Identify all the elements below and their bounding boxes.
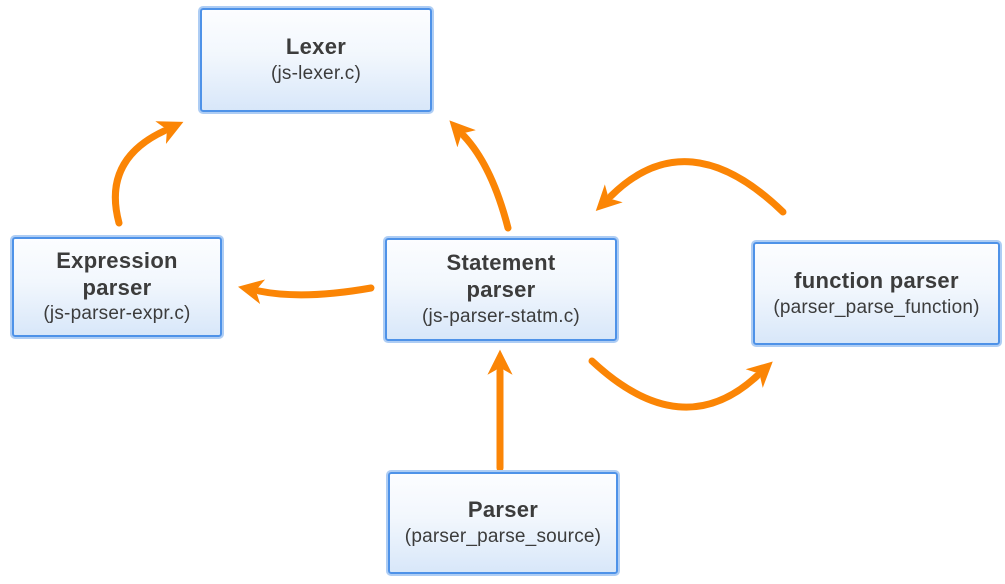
node-statement-parser-subtitle: (js-parser-statm.c) [422,305,580,327]
node-function-parser-subtitle: (parser_parse_function) [773,296,980,318]
node-parser-subtitle: (parser_parse_source) [404,526,602,548]
node-lexer-title: Lexer [285,34,347,60]
arrow-function-to-statement [595,158,787,216]
node-parser: Parser (parser_parse_source) [388,472,618,574]
node-expression-parser-subtitle: (js-parser-expr.c) [43,303,191,325]
node-statement-parser: Statement parser(js-parser-statm.c) [385,238,617,341]
arrow-statement-to-expression [238,279,375,305]
arrow-expression-parser-to-lexer [111,121,184,227]
node-lexer: Lexer (js-lexer.c) [200,8,432,112]
node-lexer-subtitle: (js-lexer.c) [270,63,361,85]
node-parser-title: Parser [467,497,539,523]
arrow-statement-parser-to-lexer [449,120,512,232]
arrow-statement-to-function [588,357,773,411]
node-expression-parser-title: Expression parser [56,247,178,300]
node-expression-parser: Expression parser (js-parser-expr.c) [12,237,222,337]
node-function-parser-title: function parser [794,267,959,293]
node-statement-parser-title: Statement parser [446,250,556,303]
node-function-parser: function parser (parser_parse_function) [753,242,1000,345]
